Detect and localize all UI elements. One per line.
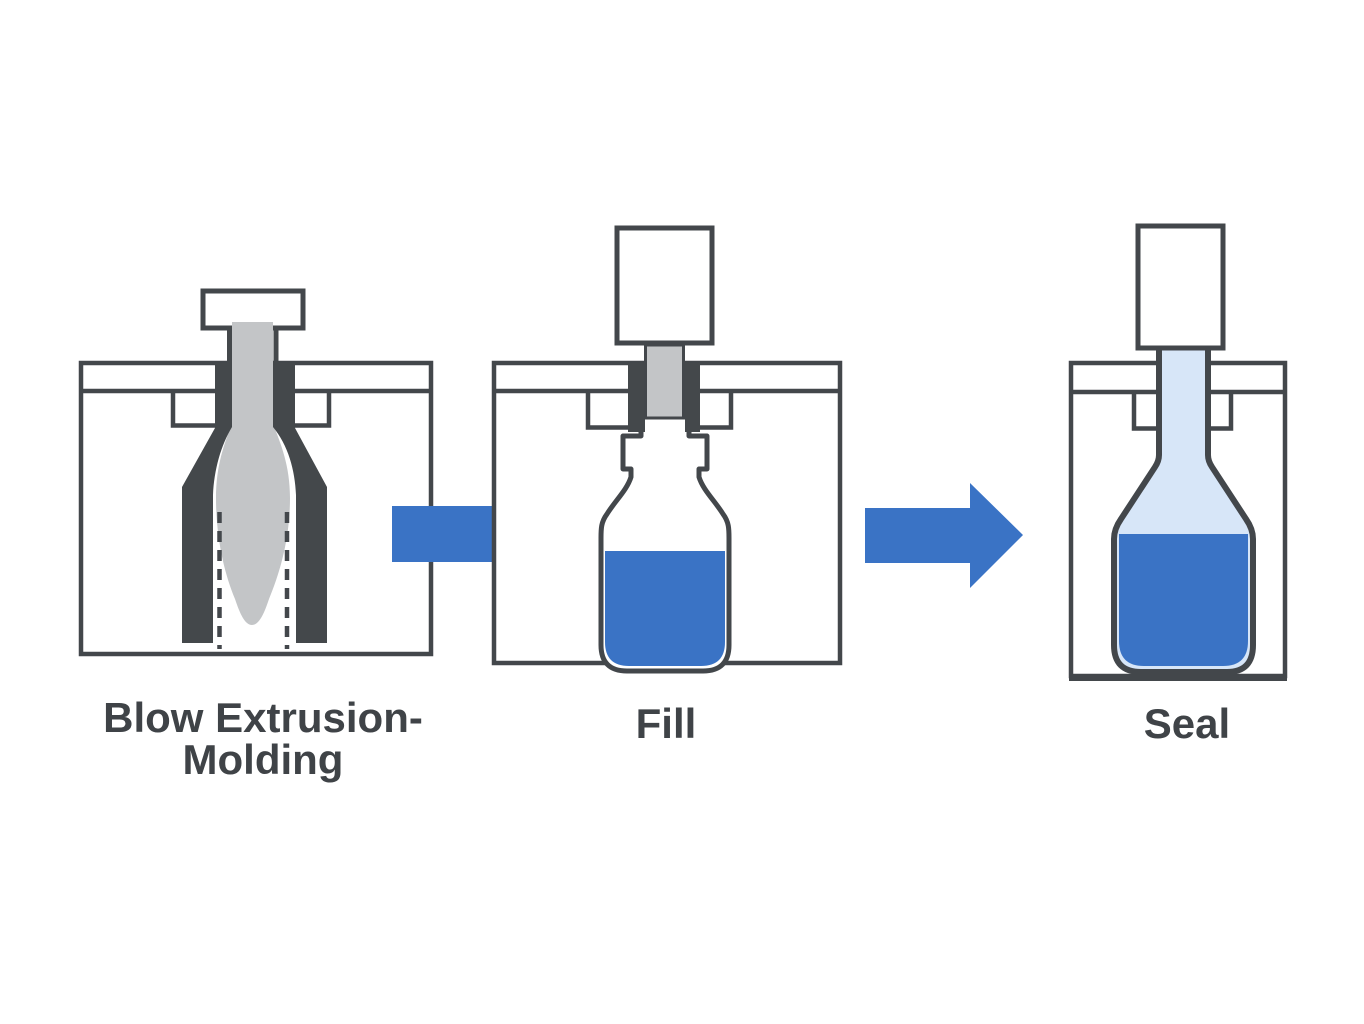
- mold-insert-notch-right: [294, 392, 332, 428]
- extruder-nozzle-block: [200, 288, 306, 331]
- mold-insert-notch-left: [1131, 392, 1157, 431]
- right-arrow-icon-fill-to-seal: [865, 483, 1023, 588]
- mold-insert-notch-right: [700, 392, 734, 430]
- panel-seal: [1068, 223, 1288, 681]
- step-label-fill: Fill: [636, 700, 697, 747]
- nozzle-neck-wall-left: [227, 326, 232, 366]
- step-label-blow-extrusion-line2: Molding: [183, 736, 344, 783]
- fill-head-block: [614, 225, 715, 346]
- nozzle-neck-wall-right: [273, 326, 279, 366]
- mold-insert-notch-right: [1209, 392, 1234, 431]
- mold-insert-notch-left: [585, 392, 628, 430]
- bottle-liquid: [1119, 534, 1248, 666]
- panel-blow-extrusion-molding: [78, 288, 434, 657]
- fill-nozzle: [644, 343, 685, 420]
- mold-clamp-bar-right: [685, 363, 700, 432]
- parison-plastic: [216, 322, 290, 625]
- step-label-blow-extrusion-line1: Blow Extrusion-: [103, 694, 423, 741]
- step-label-seal: Seal: [1144, 700, 1230, 747]
- mold-insert-notch-left: [170, 392, 216, 428]
- mold-half-right: [273, 363, 327, 643]
- seal-head-block: [1135, 223, 1226, 351]
- mold-clamp-bar-left: [628, 363, 645, 432]
- bottle-liquid: [605, 551, 725, 666]
- panel-fill: [491, 225, 843, 674]
- mold-half-left: [182, 363, 232, 643]
